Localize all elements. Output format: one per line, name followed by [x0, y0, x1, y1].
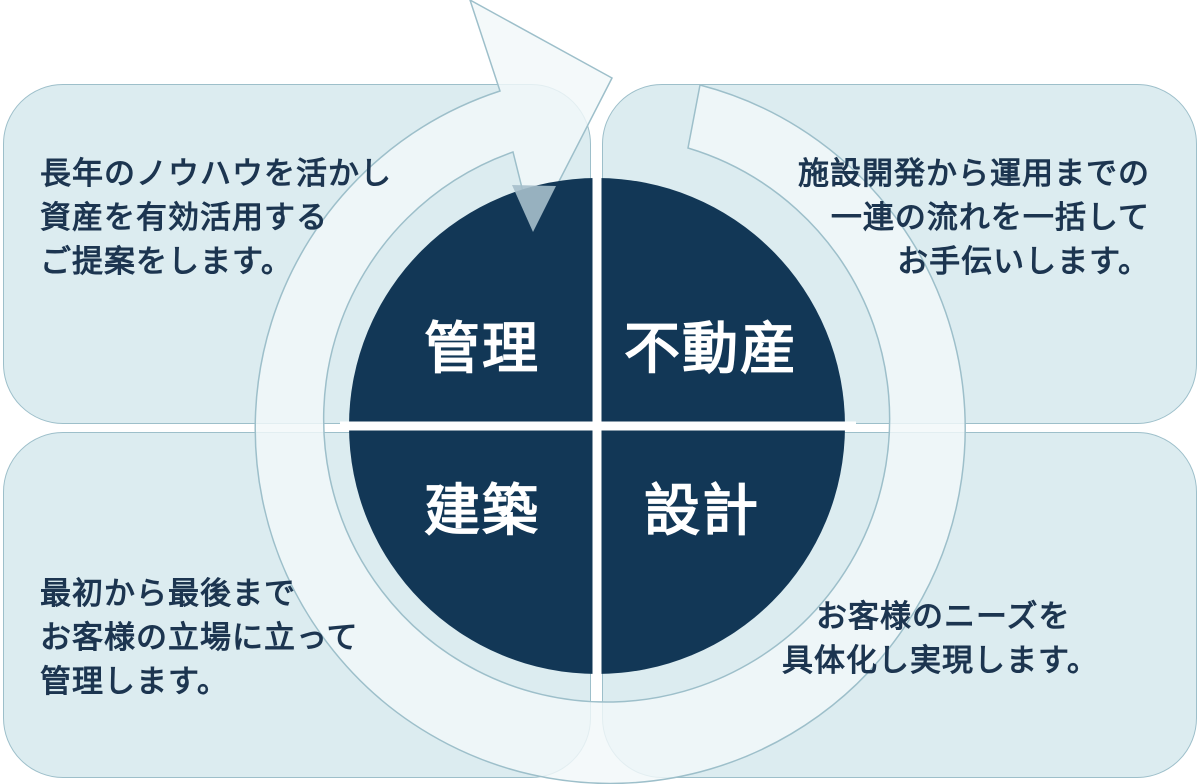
label-construction: 建築 — [424, 479, 540, 544]
description-line: 長年のノウハウを活かし — [40, 156, 392, 192]
label-management: 管理 — [424, 317, 540, 382]
description-line: お手伝いします。 — [897, 244, 1150, 280]
label-real-estate: 不動産 — [624, 317, 798, 382]
description-line: 具体化し実現します。 — [782, 643, 1099, 679]
description-line: 資産を有効活用する — [40, 200, 328, 236]
description-line: 施設開発から運用までの — [798, 156, 1150, 192]
description-line: お客様のニーズを — [816, 599, 1071, 635]
description-line: 一連の流れを一括して — [830, 200, 1150, 236]
description-design: お客様のニーズを 具体化し実現します。 — [782, 595, 1099, 683]
description-line: 最初から最後まで — [40, 576, 296, 612]
description-management: 長年のノウハウを活かし 資産を有効活用する ご提案をします。 — [40, 152, 392, 284]
label-design: 設計 — [644, 479, 760, 544]
description-line: お客様の立場に立って — [40, 620, 359, 656]
description-construction: 最初から最後まで お客様の立場に立って 管理します。 — [40, 572, 358, 704]
description-real-estate: 施設開発から運用までの 一連の流れを一括して お手伝いします。 — [798, 152, 1150, 284]
arrow-tip-overlay — [512, 185, 556, 232]
description-line: 管理します。 — [40, 664, 229, 700]
cycle-arrow — [254, 0, 966, 784]
description-line: ご提案をします。 — [40, 244, 293, 280]
